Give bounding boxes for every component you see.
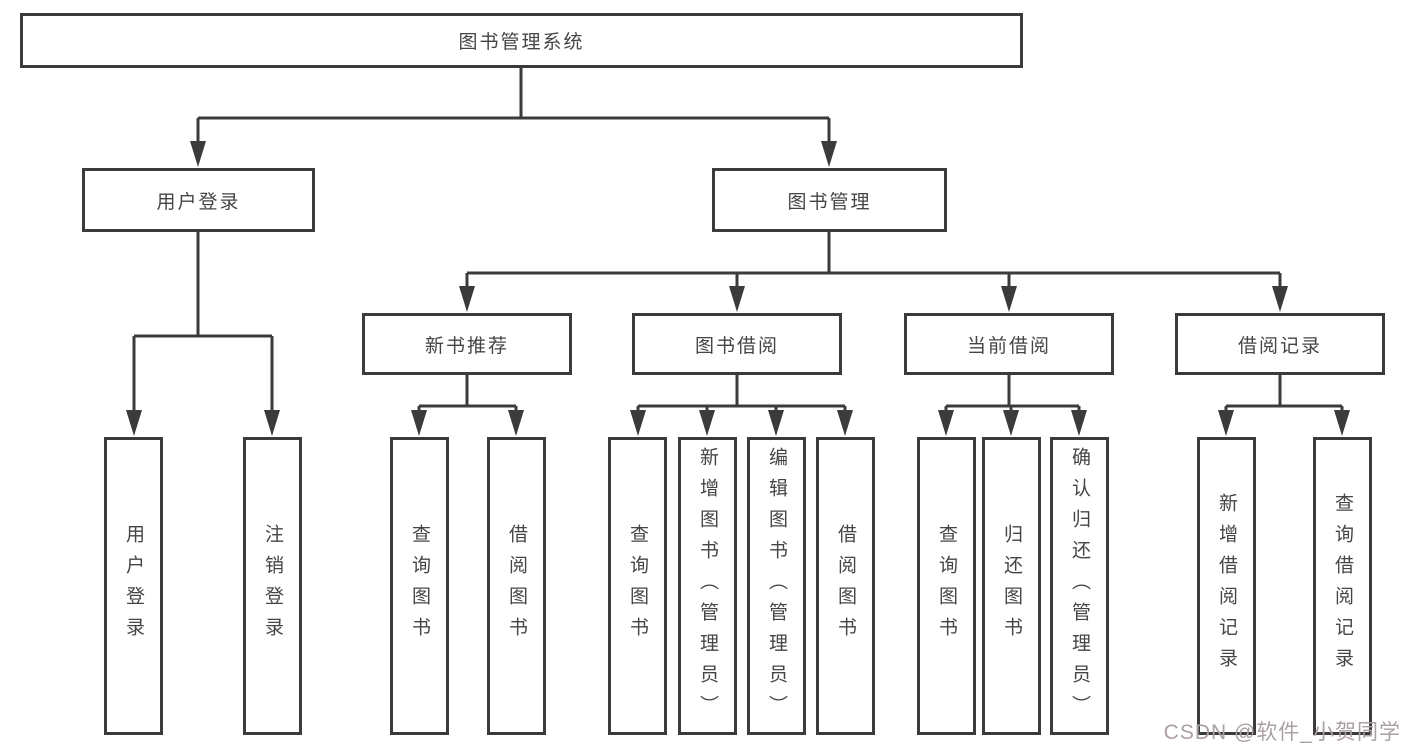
node-library-management-system: 图书管理系统 [20,13,1023,68]
arrow-down-icon [1003,410,1019,436]
leaf-label: 查询借阅记录 [1332,493,1353,679]
node-book-borrowing: 图书借阅 [632,313,842,375]
leaf-label: 查询图书 [627,524,648,648]
leaf-label: 编辑图书（管理员） [766,446,787,726]
leaf-label: 注销登录 [262,524,283,648]
node-current-borrowing: 当前借阅 [904,313,1114,375]
arrow-down-icon [508,410,524,436]
leaf-add-borrow-record: 新增借阅记录 [1197,437,1256,735]
leaf-label: 查询图书 [936,524,957,648]
leaf-user-login: 用户登录 [104,437,163,735]
arrow-down-icon [1001,286,1017,312]
leaf-label: 归还图书 [1001,524,1022,648]
leaf-query-books-recommend: 查询图书 [390,437,449,735]
leaf-return-book: 归还图书 [982,437,1041,735]
arrow-down-icon [837,410,853,436]
arrow-down-icon [938,410,954,436]
arrow-down-icon [1071,410,1087,436]
leaf-label: 用户登录 [123,524,144,648]
arrow-down-icon [1218,410,1234,436]
leaf-borrow-books-recommend: 借阅图书 [487,437,546,735]
arrow-down-icon [729,286,745,312]
leaf-label: 新增借阅记录 [1216,493,1237,679]
arrow-down-icon [821,141,837,167]
arrow-down-icon [459,286,475,312]
arrow-down-icon [126,410,142,436]
leaf-add-book-admin: 新增图书（管理员） [678,437,737,735]
leaf-edit-book-admin: 编辑图书（管理员） [747,437,806,735]
arrow-down-icon [264,410,280,436]
leaf-label: 借阅图书 [506,524,527,648]
arrow-down-icon [190,141,206,167]
leaf-borrow-books: 借阅图书 [816,437,875,735]
arrow-down-icon [1272,286,1288,312]
leaf-label: 借阅图书 [835,524,856,648]
node-book-management: 图书管理 [712,168,947,232]
leaf-logout: 注销登录 [243,437,302,735]
leaf-label: 查询图书 [409,524,430,648]
node-new-book-recommend: 新书推荐 [362,313,572,375]
csdn-watermark: CSDN @软件_小贺同学 [1163,721,1401,744]
leaf-query-books-borrow: 查询图书 [608,437,667,735]
arrow-down-icon [630,410,646,436]
arrow-down-icon [768,410,784,436]
arrow-down-icon [1334,410,1350,436]
arrow-down-icon [411,410,427,436]
leaf-label: 确认归还（管理员） [1069,446,1090,726]
leaf-query-books-current: 查询图书 [917,437,976,735]
arrow-down-icon [699,410,715,436]
leaf-label: 新增图书（管理员） [697,446,718,726]
leaf-confirm-return-admin: 确认归还（管理员） [1050,437,1109,735]
node-borrowing-records: 借阅记录 [1175,313,1385,375]
node-user-login: 用户登录 [82,168,315,232]
leaf-query-borrow-record: 查询借阅记录 [1313,437,1372,735]
